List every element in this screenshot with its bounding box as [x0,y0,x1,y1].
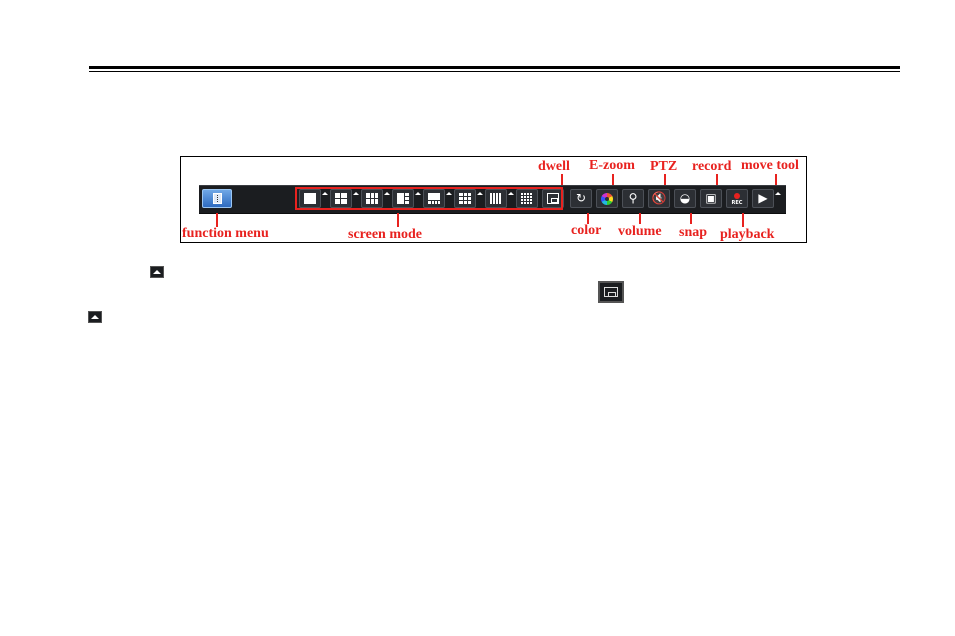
e-zoom-button[interactable]: ⚲ [622,189,644,208]
function-menu-button[interactable] [202,189,232,208]
color-wheel-icon [601,193,613,205]
label-color: color [571,223,601,238]
ptz-button[interactable]: ◒ [674,189,696,208]
leader-playback [742,213,744,227]
label-move-tool: move tool [741,158,799,173]
leader-function-menu [216,213,218,227]
color-button[interactable] [596,189,618,208]
move-tool-icon[interactable]: ✛ [783,189,803,207]
toolbar-figure: dwell E-zoom PTZ record move tool ↻ ⚲ 🔇 [180,156,807,243]
label-record: record [692,159,731,174]
pip-mode-icon [598,281,624,303]
label-playback: playback [720,227,774,242]
label-volume: volume [618,224,662,239]
header-rule-thin [89,71,900,72]
label-function-menu: function menu [182,226,269,241]
expand-up-icon-2 [88,311,102,323]
screen-mode-highlight [295,187,563,210]
leader-snap [690,213,692,224]
header-rule-thick [89,66,900,69]
expand-up-icon [150,266,164,278]
refresh-icon: ↻ [571,189,591,207]
leader-screen-mode [397,213,399,227]
label-e-zoom: E-zoom [589,158,635,173]
dome-camera-icon: ◒ [675,189,695,207]
play-icon: ▶ [753,189,773,207]
mute-icon: 🔇 [649,189,669,207]
record-icon: REC [727,191,747,209]
label-ptz: PTZ [650,159,677,174]
volume-button[interactable]: 🔇 [648,189,670,208]
camera-icon: ▣ [701,189,721,207]
label-screen-mode: screen mode [348,227,422,242]
playback-caret[interactable] [774,191,782,198]
menu-icon [213,193,222,204]
label-snap: snap [679,225,707,240]
label-dwell: dwell [538,159,570,174]
leader-volume [639,213,641,224]
dwell-button[interactable]: ↻ [570,189,592,208]
magnifier-icon: ⚲ [623,189,643,207]
preview-toolbar: ↻ ⚲ 🔇 ◒ ▣ REC ▶ ✛ [199,185,786,214]
playback-button[interactable]: ▶ [752,189,774,208]
snap-button[interactable]: ▣ [700,189,722,208]
record-button[interactable]: REC [726,189,748,208]
